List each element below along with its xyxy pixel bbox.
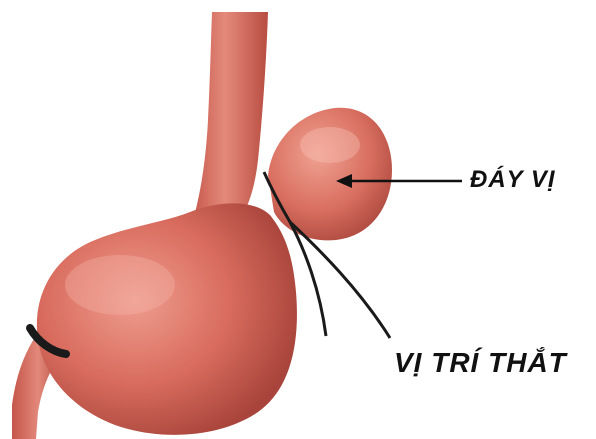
tie-site-label: VỊ TRÍ THẮT [394, 347, 567, 379]
stomach-highlight [65, 255, 175, 315]
stomach-body [37, 203, 297, 434]
fundus-label: ĐÁY VỊ [470, 166, 556, 194]
fundus-highlight [300, 127, 360, 163]
esophagus [190, 12, 268, 232]
